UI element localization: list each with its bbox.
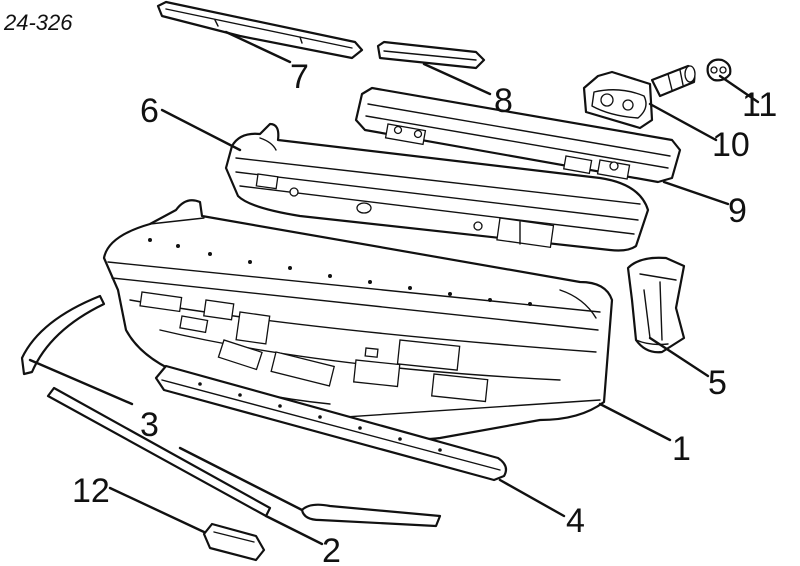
part-11-clip xyxy=(706,58,732,82)
leader-lines xyxy=(28,30,760,546)
callout-numbers: 7 8 6 11 10 9 5 1 3 4 12 2 xyxy=(72,58,777,566)
part-3-moldings xyxy=(20,294,442,528)
reference-number: 24-326 xyxy=(3,10,73,35)
part-5-side-bracket xyxy=(626,256,686,354)
callout-1: 1 xyxy=(672,430,691,468)
callout-4: 4 xyxy=(566,502,585,540)
part-10-light-housing xyxy=(582,64,696,130)
part-9-reinforcement-bar xyxy=(354,86,682,184)
part-2-reflector xyxy=(202,522,266,562)
callout-9: 9 xyxy=(728,192,747,230)
callout-3: 3 xyxy=(140,406,159,444)
callout-10: 10 xyxy=(712,126,750,164)
callout-7: 7 xyxy=(290,58,309,96)
callout-12: 12 xyxy=(72,472,110,510)
part-6-energy-absorber xyxy=(224,122,650,252)
part-8-molding-strip xyxy=(376,40,486,70)
callout-5: 5 xyxy=(708,364,727,402)
callout-6: 6 xyxy=(140,92,159,130)
callout-2: 2 xyxy=(322,532,341,566)
callout-8: 8 xyxy=(494,82,513,120)
callout-11: 11 xyxy=(742,86,777,124)
part-1-bumper-cover xyxy=(102,199,614,441)
part-7-upper-retainer-strip xyxy=(156,0,364,60)
part-4-lower-strip xyxy=(154,364,508,482)
